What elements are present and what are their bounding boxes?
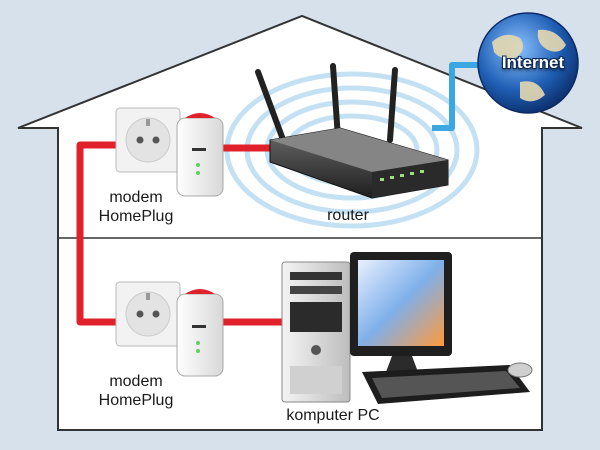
modem-bottom-label: modem HomePlug bbox=[96, 372, 176, 410]
pc-tower bbox=[281, 261, 351, 403]
router-label: router bbox=[327, 207, 369, 224]
antenna-right bbox=[387, 67, 398, 143]
mouse bbox=[507, 362, 533, 378]
homeplug-modem-top bbox=[176, 113, 224, 197]
pc-monitor bbox=[350, 252, 452, 372]
modem-top-label-line1: modem bbox=[109, 189, 163, 206]
keyboard bbox=[362, 365, 530, 404]
wall-socket-top bbox=[115, 107, 181, 173]
powerline-cable bbox=[76, 141, 118, 326]
wall-socket-bottom bbox=[115, 281, 181, 347]
internet-label: Internet bbox=[501, 53, 565, 72]
modem-top-label: modem HomePlug bbox=[96, 188, 176, 226]
homeplug-modem-bottom bbox=[176, 289, 224, 377]
antenna-middle bbox=[330, 63, 341, 141]
pc-label: komputer PC bbox=[286, 407, 380, 424]
internet-globe bbox=[477, 12, 579, 114]
antenna-left bbox=[255, 69, 288, 148]
modem-bottom-label-line2: HomePlug bbox=[98, 392, 174, 409]
router bbox=[255, 63, 449, 199]
internet-cable bbox=[432, 62, 478, 131]
modem-bottom-label-line1: modem bbox=[109, 373, 163, 390]
modem-top-label-line2: HomePlug bbox=[98, 208, 174, 225]
